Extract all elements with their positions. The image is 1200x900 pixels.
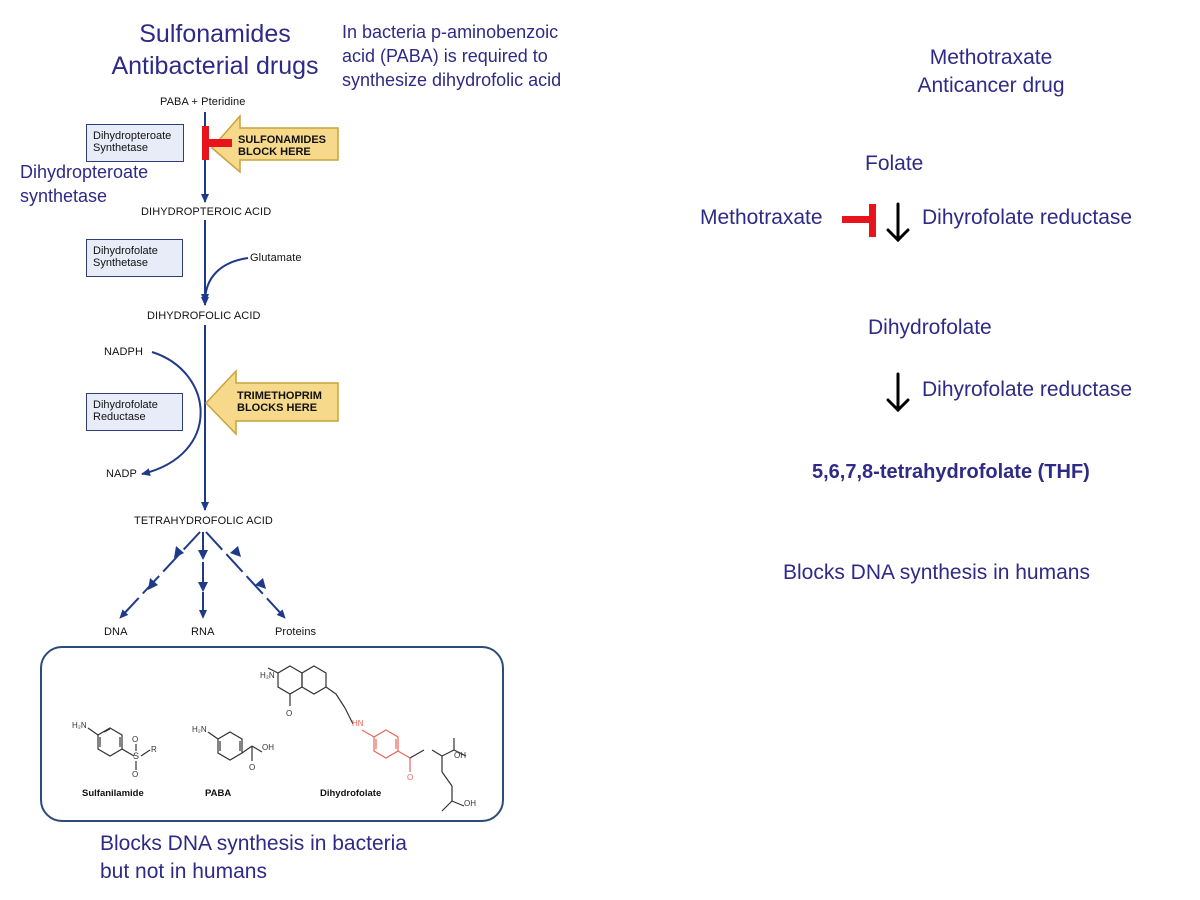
methotrexate-title: Methotraxate Anticancer drug [880,44,1102,100]
blocks-dna-humans-label: Blocks DNA synthesis in humans [783,561,1090,584]
dhf-hn: HN [352,719,364,728]
box3-line2: Reductase [93,411,146,423]
dihydropteroate-synthetase-label: Dihydropteroate synthetase [20,160,148,208]
sulfonamides-block-arrow [210,114,339,174]
folate-label: Folate [865,152,924,175]
rna-arrowhead-mid [198,550,208,560]
dihydropteroate-synthetase-box: Dihydropteroate Synthetase [86,124,184,162]
tetrahydrofolic-acid-label: TETRAHYDROFOLIC ACID [134,515,273,527]
dihydropteroic-acid-label: DIHYDROPTEROIC ACID [141,206,272,218]
nadph-label: NADPH [104,346,144,358]
dna-arrow [119,531,201,619]
glutamate-curve-arrow [201,257,249,303]
dihydropteroate-synthetase-line1: Dihydropteroate [20,162,149,182]
dhf-oh-top: OH [454,751,466,760]
paba-structure-label: PABA [205,788,232,799]
paba-note-line3: synthesize dihydrofolic acid [342,70,562,90]
sulfanilamide-o-top: O [132,735,138,744]
trimethoprim-block-arrow [204,369,339,436]
paba-pteridine-label: PABA + Pteridine [160,96,246,108]
proteins-arrowhead-mid2 [255,578,266,589]
methotrexate-inhibitor-label: Methotraxate [700,206,823,229]
inhibition-red-stem [842,216,872,223]
methotrexate-inhibition-mark [842,202,910,243]
methotrexate-title-line1: Methotraxate [929,46,1053,69]
dihydrofolate-structure-label: Dihydrofolate [320,788,382,799]
bacteria-block-line1: Blocks DNA synthesis in bacteria [100,832,407,855]
dhf-h2n: H₂N [260,671,275,680]
sulfanilamide-h2n: H₂N [72,721,87,730]
sulfanilamide-r: R [151,745,157,754]
box2-line2: Synthetase [93,257,149,269]
folate-pathway-diagram [119,112,339,619]
box3-line1: Dihydrofolate [93,399,158,411]
dihydropteroate-synthetase-line2: synthetase [20,186,108,206]
dihydrofolate-synthetase-box: Dihydrofolate Synthetase [86,239,183,277]
thf-label: 5,6,7,8-tetrahydrofolate (THF) [812,461,1090,483]
sulfonamides-arrow-line2: BLOCK HERE [238,146,311,158]
inhibition-red-bar [869,204,876,237]
dna-arrowhead-mid2 [148,578,158,590]
dihydrofolate-reductase-box: Dihydrofolate Reductase [86,393,183,431]
paba-note: In bacteria p-aminobenzoic acid (PABA) i… [342,20,561,92]
nadp-label: NADP [106,468,137,480]
trimethoprim-arrow-text: TRIMETHOPRIM BLOCKS HERE [237,390,322,414]
sulfanilamide-label: Sulfanilamide [82,788,144,799]
sulfonamides-red-bar [202,126,209,160]
nadph-curve-arrow [141,351,202,477]
proteins-arrowhead-mid [230,546,241,557]
bacteria-block-line2: but not in humans [100,860,267,883]
sulfonamides-title: Sulfonamides Antibacterial drugs [95,18,335,82]
paba-o: O [249,763,255,772]
paba-note-line2: acid (PABA) is required to [342,46,548,66]
trimethoprim-arrow-line2: BLOCKS HERE [237,402,318,414]
methotrexate-title-line2: Anticancer drug [917,74,1065,97]
dhf-oh-bottom: OH [464,799,476,808]
box1-line1: Dihydropteroate [93,130,172,142]
enzyme2-label: Dihyrofolate reductase [922,378,1133,401]
down-arrow-icon-2 [886,372,910,413]
chemical-structures-panel [40,646,504,822]
paba-ring [217,731,243,761]
sulfonamides-red-stem [208,139,232,147]
paba-note-line1: In bacteria p-aminobenzoic [342,22,559,42]
sulfonamides-arrow-text: SULFONAMIDES BLOCK HERE [238,134,326,158]
sulfanilamide-ring [97,727,123,757]
trimethoprim-arrow-line1: TRIMETHOPRIM [237,390,322,402]
sulfanilamide-o-bottom: O [132,770,138,779]
paba-oh: OH [262,743,274,752]
dna-arrowhead-mid [174,546,184,558]
proteins-label: Proteins [275,626,317,638]
enzyme1-label: Dihyrofolate reductase [922,206,1133,229]
box1-line2: Synthetase [93,142,149,154]
rna-label: RNA [191,626,215,638]
second-down-arrow [886,372,910,413]
pteridine-ring-2 [301,665,327,695]
sulfonamides-title-line1: Sulfonamides [139,20,291,48]
chemical-structures-drawing: H₂N S R O O H₂N OH O H₂N O HN O OH OH [72,665,476,812]
dna-label: DNA [104,626,128,638]
glutamate-label: Glutamate [250,252,302,264]
rna-arrowhead-mid2 [198,582,208,592]
dhf-o: O [286,709,292,718]
proteins-arrow [205,531,286,619]
box2-line1: Dihydrofolate [93,245,158,257]
sulfonamides-arrow-line1: SULFONAMIDES [238,134,326,146]
dhf-amide-o: O [407,773,413,782]
sulfanilamide-s: S [133,751,139,761]
dihydrofolate-paba-ring [373,729,399,759]
sulfonamides-title-line2: Antibacterial drugs [111,52,319,80]
down-arrow-icon [886,202,910,243]
dihydrofolate-label: Dihydrofolate [868,316,992,339]
pteridine-ring-1 [277,665,303,695]
bacteria-block-note: Blocks DNA synthesis in bacteria but not… [100,830,407,886]
paba-h2n: H₂N [192,725,207,734]
dihydrofolic-acid-label: DIHYDROFOLIC ACID [147,310,261,322]
